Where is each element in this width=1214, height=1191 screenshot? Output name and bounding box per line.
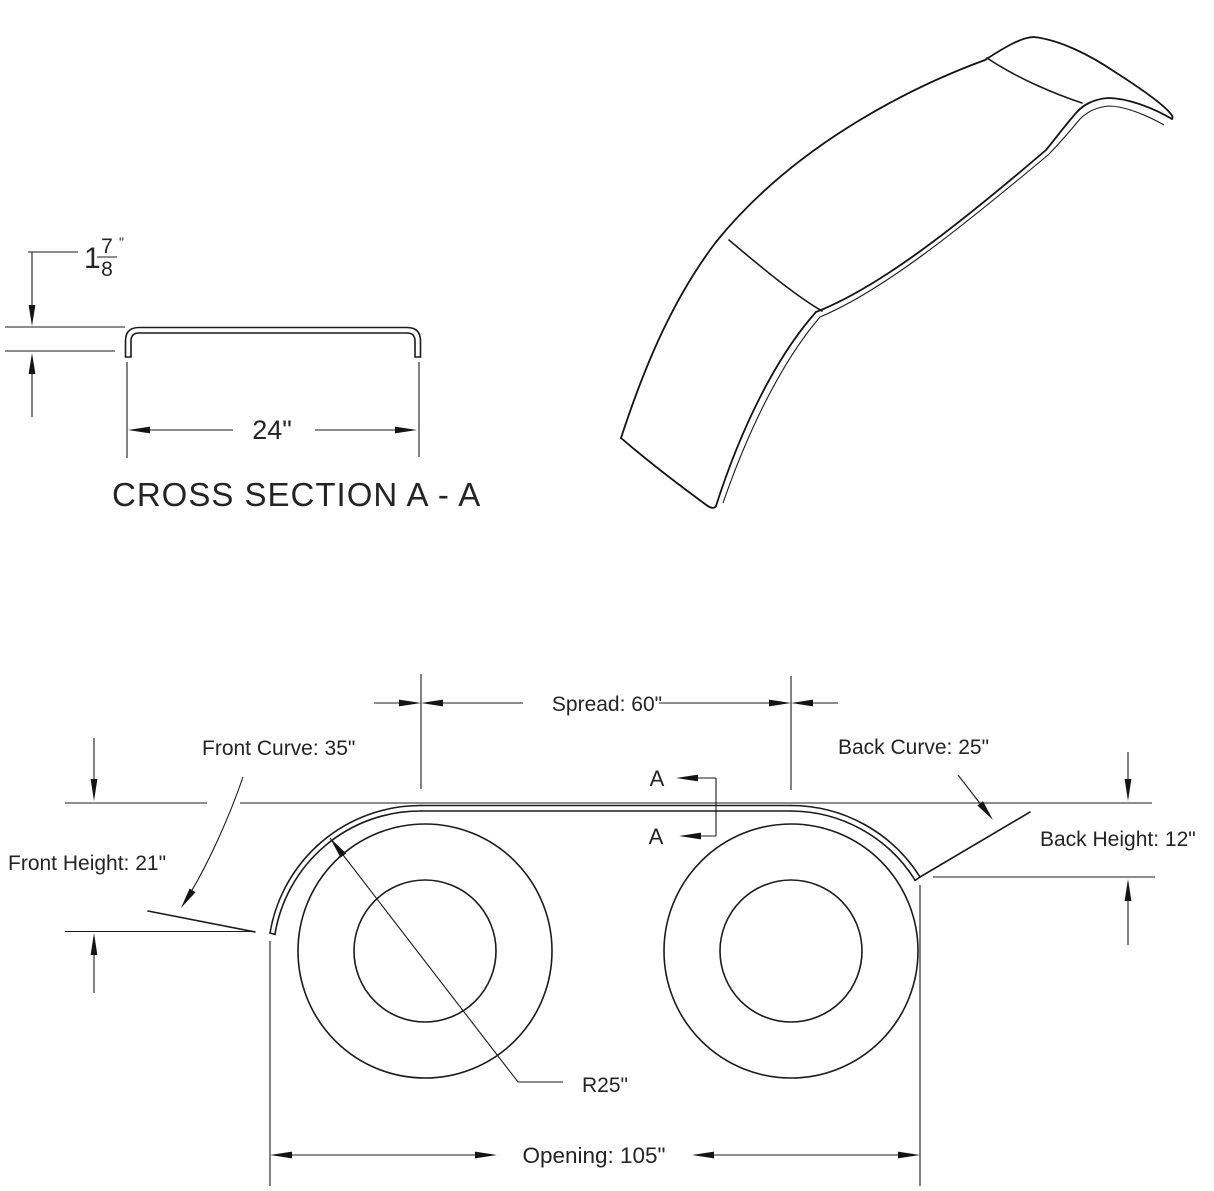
fraction-whole: 1: [84, 242, 101, 275]
width-extension-lines: [126, 362, 420, 458]
dimension-arrow-up-icon: [28, 353, 36, 374]
front-tip-tangent-line: [147, 910, 256, 933]
right-wheel-hub-circle: [719, 879, 863, 1023]
section-arrow-icon: [676, 774, 698, 782]
cross-section-view: 1 7 8 " 24" CROSS SECTION A - A: [5, 234, 481, 513]
dimension-arrow-right-icon: [395, 426, 417, 434]
back-arch-tip-cap: [914, 876, 921, 882]
dimension-arrow-left-icon: [791, 699, 813, 707]
radius-label: R25": [582, 1074, 628, 1097]
radius-leader: [329, 837, 563, 1083]
dimension-arrow-left-icon: [270, 1151, 292, 1159]
dimension-arrow-down-icon: [28, 305, 36, 326]
dimension-arrow-left-icon: [128, 426, 150, 434]
back-tip-tangent-line: [919, 811, 1031, 878]
dimension-arrow-up-icon: [90, 933, 98, 955]
dimension-arrow-right-icon: [475, 1151, 497, 1159]
leader-arrow-icon: [181, 888, 196, 908]
dimension-arrow-right-icon: [399, 699, 421, 707]
left-wheel-hub-circle: [353, 879, 497, 1023]
dimension-arrow-down-icon: [1124, 779, 1132, 801]
lip-height-fraction-label: 1 7 8 ": [84, 234, 124, 281]
fraction-numerator: 7: [101, 235, 113, 258]
section-marker-bottom: A: [649, 824, 664, 849]
back-bend-fold-line: [986, 57, 1083, 104]
width-dimension-label: 24": [252, 415, 292, 445]
fender-front-tip-edge: [620, 437, 717, 509]
isometric-view: [620, 36, 1174, 509]
dimension-arrow-right-icon: [898, 1151, 920, 1159]
side-elevation-view: Spread: 60" A A Front Curve: 35" Front H…: [8, 674, 1196, 1186]
front-arch-inner: [274, 810, 422, 935]
fender-inner-edge: [715, 97, 1173, 507]
back-arch-inner: [790, 810, 916, 881]
opening-extension-lines: [269, 885, 921, 1186]
fraction-denominator: 8: [101, 258, 113, 281]
front-bend-fold-line: [728, 239, 823, 312]
section-arrow-icon: [679, 832, 701, 840]
back-arch-outer: [790, 804, 921, 878]
front-height-label: Front Height: 21": [8, 852, 166, 875]
right-wheel-tire-circle: [663, 823, 919, 1079]
front-curve-label: Front Curve: 35": [202, 737, 355, 760]
front-arch-tip-cap: [269, 932, 276, 936]
dimension-arrow-right-icon: [769, 699, 791, 707]
fraction-unit: ": [119, 234, 124, 250]
leader-arrow-icon: [330, 838, 347, 858]
dimension-arrow-down-icon: [90, 779, 98, 801]
dimension-arrow-left-icon: [421, 699, 443, 707]
section-profile-inner: [130, 332, 416, 358]
leader-arrow-icon: [977, 801, 993, 820]
fender-outer-edge: [620, 36, 1174, 439]
section-marker-top: A: [650, 766, 665, 791]
spread-dimension-label: Spread: 60": [552, 693, 662, 716]
front-arch-outer: [269, 804, 422, 934]
back-curve-label: Back Curve: 25": [838, 736, 989, 759]
opening-dimension-label: Opening: 105": [522, 1143, 665, 1168]
sheet-thickness-line: [722, 105, 1165, 504]
left-wheel-tire-circle: [297, 823, 553, 1079]
dimension-arrow-left-icon: [692, 1151, 714, 1159]
dimension-arrow-up-icon: [1124, 879, 1132, 901]
cross-section-caption: CROSS SECTION A - A: [112, 476, 481, 513]
fender-top-flat: [420, 804, 792, 812]
section-profile-outer: [124, 326, 422, 358]
back-height-label: Back Height: 12": [1040, 828, 1196, 851]
wheel-centerlines: [420, 674, 792, 790]
